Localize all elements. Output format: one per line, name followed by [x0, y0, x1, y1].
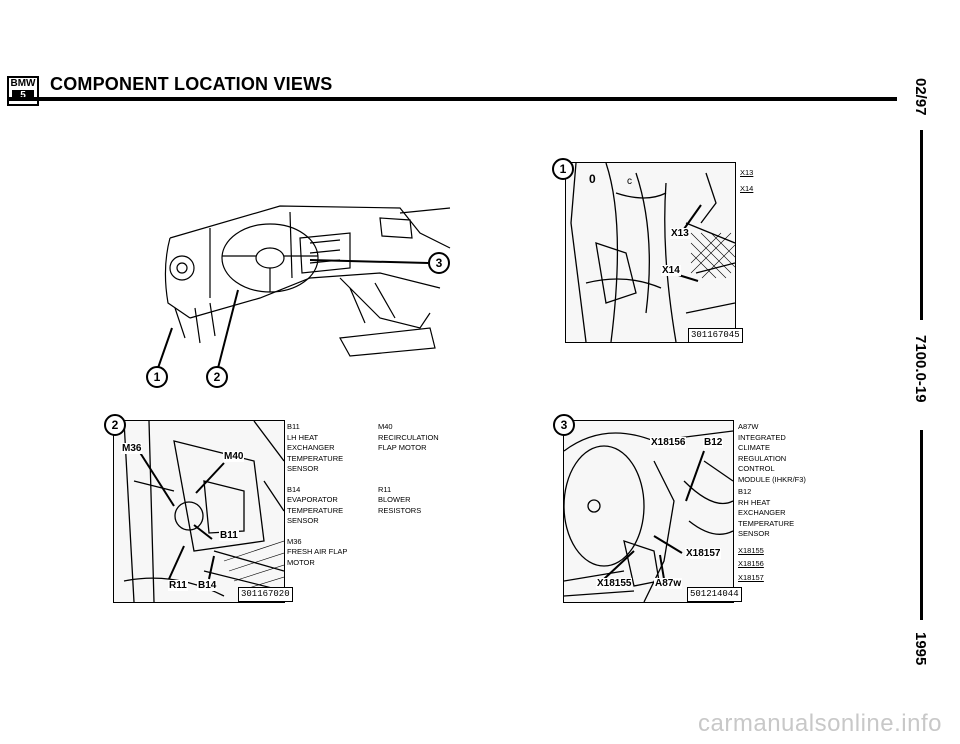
- panel2-photo-code: 301167020: [238, 587, 293, 602]
- panel3-label-a87w: A87w: [654, 578, 683, 589]
- panel3-label-x18157: X18157: [685, 548, 722, 559]
- panel3-photo-code: 501214044: [687, 587, 742, 602]
- panel2-label-m36: M36: [121, 443, 143, 454]
- panel2-label-b14: B14: [197, 580, 218, 591]
- panel2-label-b11: B11: [219, 530, 239, 541]
- panel2-label-r11: R11: [168, 580, 188, 591]
- panel3-label-x18156: X18156: [650, 437, 687, 448]
- legend-b14: B14 EVAPORATOR TEMPERATURE SENSOR: [287, 484, 344, 526]
- side-rule-2: [920, 430, 923, 620]
- panel1-legend-x13: X13: [740, 168, 754, 177]
- panel2-legend-right: M40 RECIRCULATION FLAP MOTOR R11 BLOWER …: [378, 422, 439, 526]
- legend-m36: M36 FRESH AIR FLAP MOTOR: [287, 536, 348, 567]
- panel1-label-x13: X13: [670, 228, 690, 239]
- panel1-mark-c: c: [627, 176, 632, 187]
- panel1-label-x14: X14: [661, 265, 681, 276]
- title-rule: [7, 97, 897, 101]
- side-section: 7100.0-19: [912, 335, 929, 403]
- climate-module-photo: [564, 430, 733, 602]
- overview-callout-1: 1: [146, 366, 168, 388]
- panel3-legend: A87w INTEGRATED CLIMATE REGULATION CONTR…: [738, 422, 806, 583]
- legend-b12: B12 RH HEAT EXCHANGER TEMPERATURE SENSOR: [738, 487, 795, 538]
- legend-m40: M40 RECIRCULATION FLAP MOTOR: [378, 422, 439, 452]
- legend-x18156: X18156: [738, 559, 764, 568]
- photo-panel-1: [565, 162, 736, 343]
- panel2-callout: 2: [104, 414, 126, 436]
- photo-panel-3: [563, 420, 734, 603]
- panel2-label-m40: M40: [223, 451, 245, 462]
- overview-callout-2: 2: [206, 366, 228, 388]
- panel2-legend-left: B11 LH HEAT EXCHANGER TEMPERATURE SENSOR…: [287, 422, 347, 578]
- logo-series: 5: [12, 90, 34, 101]
- side-rule-1: [920, 130, 923, 320]
- overview-callout-3: 3: [428, 252, 450, 274]
- page-title: COMPONENT LOCATION VIEWS: [50, 74, 333, 94]
- side-date: 02/97: [912, 78, 929, 116]
- panel3-label-x18155: X18155: [596, 578, 633, 589]
- legend-b11: B11 LH HEAT EXCHANGER TEMPERATURE SENSOR: [287, 422, 344, 473]
- site-watermark: carmanualsonline.info: [698, 710, 942, 737]
- panel3-callout: 3: [553, 414, 575, 436]
- dashboard-overview-drawing: [157, 205, 451, 369]
- legend-r11: R11 BLOWER RESISTORS: [378, 484, 422, 515]
- bmw-logo: BMW 5: [7, 76, 39, 106]
- panel3-label-b12: B12: [703, 437, 724, 448]
- panel1-photo-code: 301167045: [688, 328, 743, 343]
- legend-x18155: X18155: [738, 545, 764, 555]
- harness-photo-1: [570, 163, 735, 342]
- panel1-callout: 1: [552, 158, 574, 180]
- panel1-legend-x14: X14: [740, 184, 754, 193]
- side-year: 1995: [912, 632, 929, 666]
- logo-brand: BMW: [10, 78, 36, 89]
- panel1-mark-zero: 0: [589, 172, 596, 186]
- legend-a87w: A87w INTEGRATED CLIMATE REGULATION CONTR…: [738, 422, 806, 484]
- legend-x18157: X18157: [738, 572, 764, 582]
